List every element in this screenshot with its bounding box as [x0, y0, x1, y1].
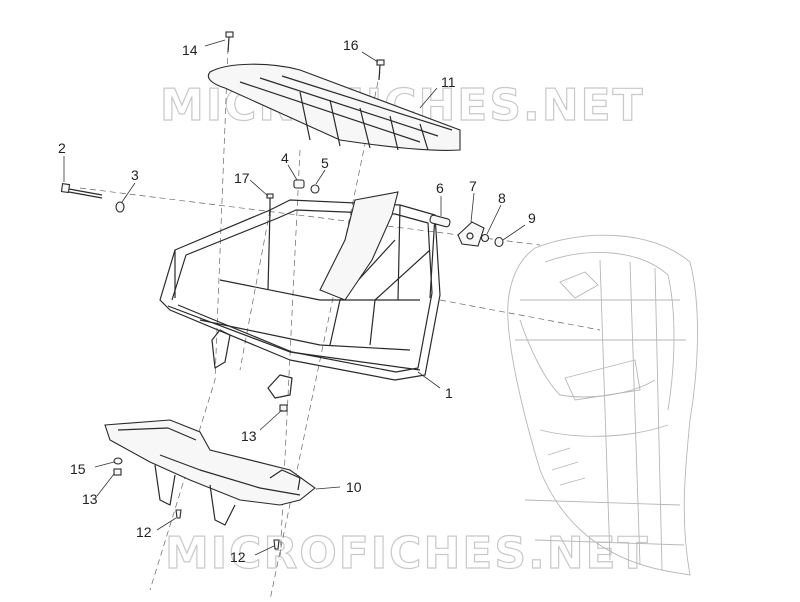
carrier-frame — [159, 191, 441, 399]
callout-13-a: 13 — [241, 428, 257, 444]
callout-labels: 14 16 11 2 3 4 5 17 6 7 8 9 1 13 15 13 1… — [58, 37, 536, 565]
callout-6: 6 — [436, 180, 444, 196]
callout-3: 3 — [131, 167, 139, 183]
leader-lines — [63, 39, 526, 556]
watermark-bottom: MICROFICHES.NET — [165, 528, 650, 579]
washer-15 — [113, 457, 123, 465]
callout-10: 10 — [346, 479, 362, 495]
callout-14: 14 — [182, 42, 198, 58]
screw-12-a — [175, 509, 182, 519]
callout-5: 5 — [321, 155, 329, 171]
lower-cover-10 — [104, 419, 316, 526]
callout-15: 15 — [70, 461, 86, 477]
bracket-7 — [457, 221, 485, 247]
rack-top-plate — [207, 63, 461, 151]
washer-5 — [310, 184, 320, 194]
callout-2: 2 — [58, 140, 66, 156]
callout-1: 1 — [445, 385, 453, 401]
bolt-16 — [376, 59, 385, 81]
bushing-4 — [293, 179, 305, 189]
bolt-14 — [225, 31, 234, 53]
callout-13-b: 13 — [82, 491, 98, 507]
nut-13-b — [113, 468, 122, 476]
callout-16: 16 — [343, 37, 359, 53]
callout-9: 9 — [528, 210, 536, 226]
callout-11: 11 — [441, 74, 456, 90]
washer-8 — [480, 233, 490, 243]
callout-8: 8 — [498, 190, 506, 206]
callout-12-a: 12 — [136, 524, 152, 540]
washer-3 — [115, 201, 125, 213]
callout-7: 7 — [469, 178, 477, 194]
nut-13-a — [279, 404, 288, 412]
callout-12-b: 12 — [230, 549, 246, 565]
callout-17: 17 — [234, 170, 250, 186]
washer-9 — [494, 236, 504, 248]
callout-4: 4 — [281, 150, 289, 166]
front-shield-outline — [507, 234, 698, 576]
screw-12-b — [273, 539, 280, 550]
spacer-6 — [429, 214, 451, 228]
long-bolt-2 — [60, 183, 103, 199]
bolt-17 — [266, 193, 274, 216]
